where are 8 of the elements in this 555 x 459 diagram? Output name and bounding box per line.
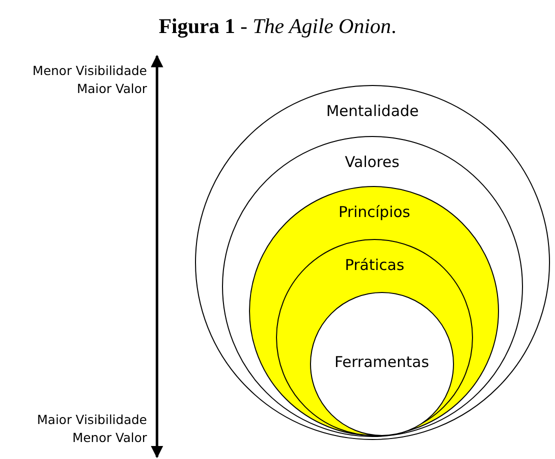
layer-label: Ferramentas <box>334 352 430 371</box>
layer-label: Práticas <box>344 256 404 274</box>
layer-label: Mentalidade <box>326 102 419 120</box>
layer-label: Princípios <box>338 203 410 222</box>
layer-label: Valores <box>344 152 400 171</box>
axis-end-label: Menor Visibilidade Maior Valor <box>32 62 147 98</box>
figure-title: Figura 1 - The Agile Onion. <box>158 14 396 38</box>
axis-end-label: Maior Visibilidade Menor Valor <box>36 411 147 447</box>
